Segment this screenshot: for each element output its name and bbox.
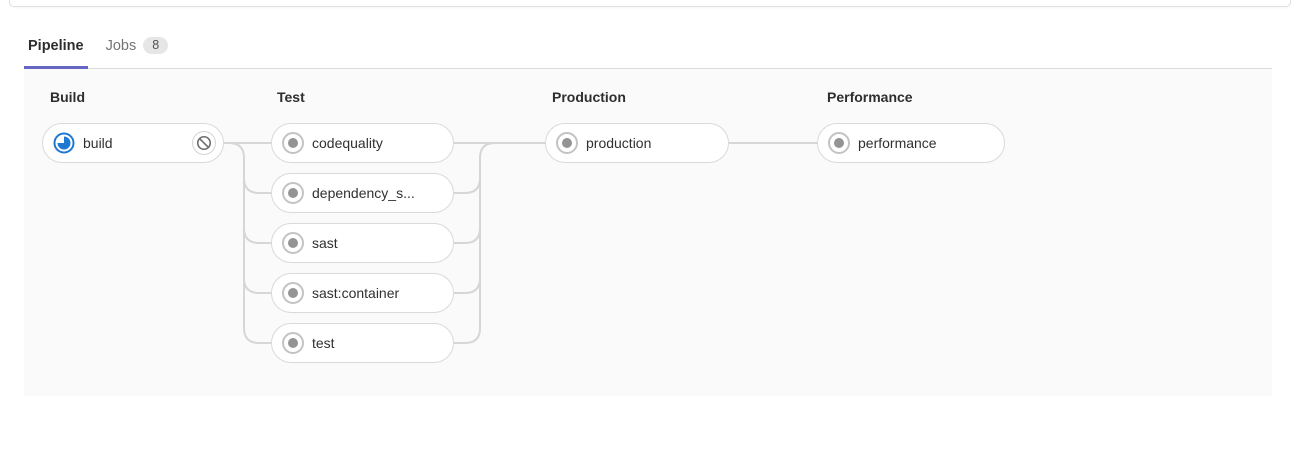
job-label: build (83, 135, 113, 151)
tab-jobs-label: Jobs (105, 37, 137, 54)
stage-title-performance: Performance (827, 89, 913, 105)
job-codequality[interactable]: codequality (271, 123, 454, 163)
job-label: dependency_s... (312, 185, 415, 201)
stage-title-production: Production (552, 89, 626, 105)
ban-icon (196, 135, 212, 151)
job-label: test (312, 335, 335, 351)
status-created-icon (282, 182, 304, 204)
job-label: sast:container (312, 285, 400, 301)
pipeline-graph: Build Test Production Performance build (24, 69, 1272, 396)
status-created-icon (556, 132, 578, 154)
status-created-icon (282, 232, 304, 254)
job-sast[interactable]: sast (271, 223, 454, 263)
job-dependency-scanning[interactable]: dependency_s... (271, 173, 454, 213)
job-production[interactable]: production (545, 123, 729, 163)
status-created-icon (282, 282, 304, 304)
job-label: production (586, 135, 652, 151)
page: Pipeline Jobs 8 (9, 0, 1291, 396)
cancel-job-button[interactable] (192, 131, 216, 155)
tab-jobs[interactable]: Jobs 8 (102, 27, 173, 69)
job-test[interactable]: test (271, 323, 454, 363)
stage-title-build: Build (50, 89, 85, 105)
tab-bar: Pipeline Jobs 8 (24, 27, 1272, 69)
job-performance[interactable]: performance (817, 123, 1005, 163)
job-label: codequality (312, 135, 383, 151)
tab-pipeline[interactable]: Pipeline (24, 28, 88, 69)
status-created-icon (828, 132, 850, 154)
status-created-icon (282, 132, 304, 154)
status-created-icon (282, 332, 304, 354)
status-running-icon (53, 132, 75, 154)
tab-pipeline-label: Pipeline (28, 38, 84, 54)
stage-title-test: Test (277, 89, 305, 105)
stage-connector-lines (224, 142, 817, 344)
job-sast-container[interactable]: sast:container (271, 273, 454, 313)
jobs-count-badge: 8 (143, 37, 169, 54)
job-label: sast (312, 235, 338, 251)
job-label: performance (858, 135, 937, 151)
upper-card-bottom-edge (9, 0, 1291, 7)
job-build[interactable]: build (42, 123, 224, 163)
